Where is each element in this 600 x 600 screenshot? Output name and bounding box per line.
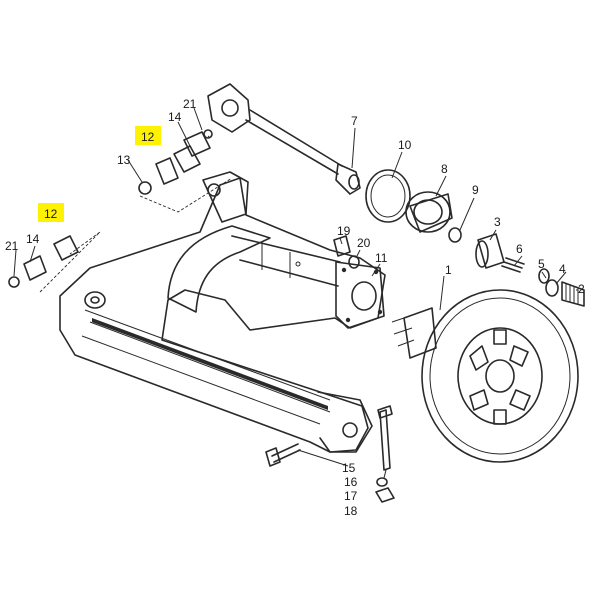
label-part-4: 4 xyxy=(559,262,566,276)
part-2-splined-sleeve xyxy=(561,281,585,307)
part-17-washer xyxy=(376,477,388,487)
label-part-18: 18 xyxy=(344,504,358,518)
part-20-washer xyxy=(348,255,360,269)
label-part-13: 13 xyxy=(117,153,131,167)
part-16-bolt xyxy=(377,405,393,471)
label-part-5: 5 xyxy=(538,257,545,271)
drive-shaft xyxy=(207,83,361,195)
part-1-wheel-hub xyxy=(391,289,579,463)
part-5-shim xyxy=(538,268,550,284)
label-part-3: 3 xyxy=(494,215,501,229)
label-part-2: 2 xyxy=(578,282,585,296)
leader-lines xyxy=(13,107,578,479)
part-19-grease-nipple xyxy=(333,235,351,257)
label-part-15: 15 xyxy=(342,461,356,475)
label-part-21-upper: 21 xyxy=(183,97,197,111)
label-part-17: 17 xyxy=(344,489,358,503)
part-15-bolt xyxy=(265,443,301,467)
pivot-pin-lower xyxy=(8,231,101,293)
part-10-clamp-ring xyxy=(365,169,411,223)
label-part-10: 10 xyxy=(398,138,412,152)
label-part-7: 7 xyxy=(351,114,358,128)
label-part-9: 9 xyxy=(472,183,479,197)
part-18-nut xyxy=(375,487,395,503)
part-8-bevel-gear xyxy=(405,191,453,233)
highlight-tag-12-lower xyxy=(38,203,64,222)
label-part-14-upper: 14 xyxy=(168,110,182,124)
label-part-19: 19 xyxy=(337,224,351,238)
highlight-tag-12-upper xyxy=(135,126,161,145)
label-part-20: 20 xyxy=(357,236,371,250)
pivot-pin-upper xyxy=(138,129,233,213)
label-part-6: 6 xyxy=(516,242,523,256)
label-part-14-lower: 14 xyxy=(26,232,40,246)
label-part-1: 1 xyxy=(445,263,452,277)
swingarm xyxy=(59,171,386,453)
part-9-o-ring xyxy=(448,227,462,243)
label-part-12-lower: 12 xyxy=(44,207,58,221)
label-part-16: 16 xyxy=(344,475,358,489)
label-part-12-upper: 12 xyxy=(141,130,155,144)
label-part-11: 11 xyxy=(375,251,388,265)
part-6-spring xyxy=(501,257,525,273)
part-4-circlip xyxy=(545,279,559,297)
label-part-21-lower: 21 xyxy=(5,239,19,253)
label-part-8: 8 xyxy=(441,162,448,176)
